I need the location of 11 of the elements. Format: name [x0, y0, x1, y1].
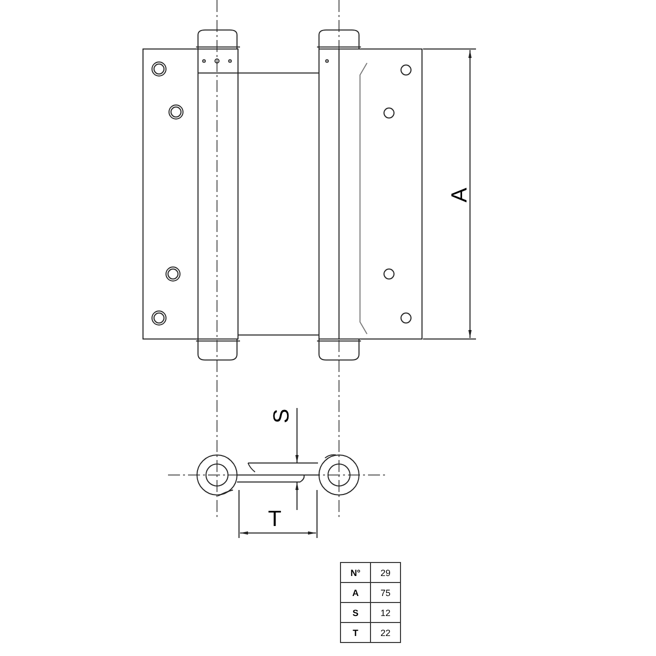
table-cell: N°: [340, 562, 370, 582]
table-cell: 12: [370, 602, 400, 622]
table-cell: S: [340, 602, 370, 622]
table-cell: A: [340, 582, 370, 602]
table-cell: 22: [370, 622, 400, 642]
dimension-label: A: [448, 188, 470, 202]
table-cell: 75: [370, 582, 400, 602]
table-cell: 29: [370, 562, 400, 582]
dimension-label: S: [270, 408, 292, 424]
table-cell: T: [340, 622, 370, 642]
dimension-label: T: [268, 508, 282, 530]
